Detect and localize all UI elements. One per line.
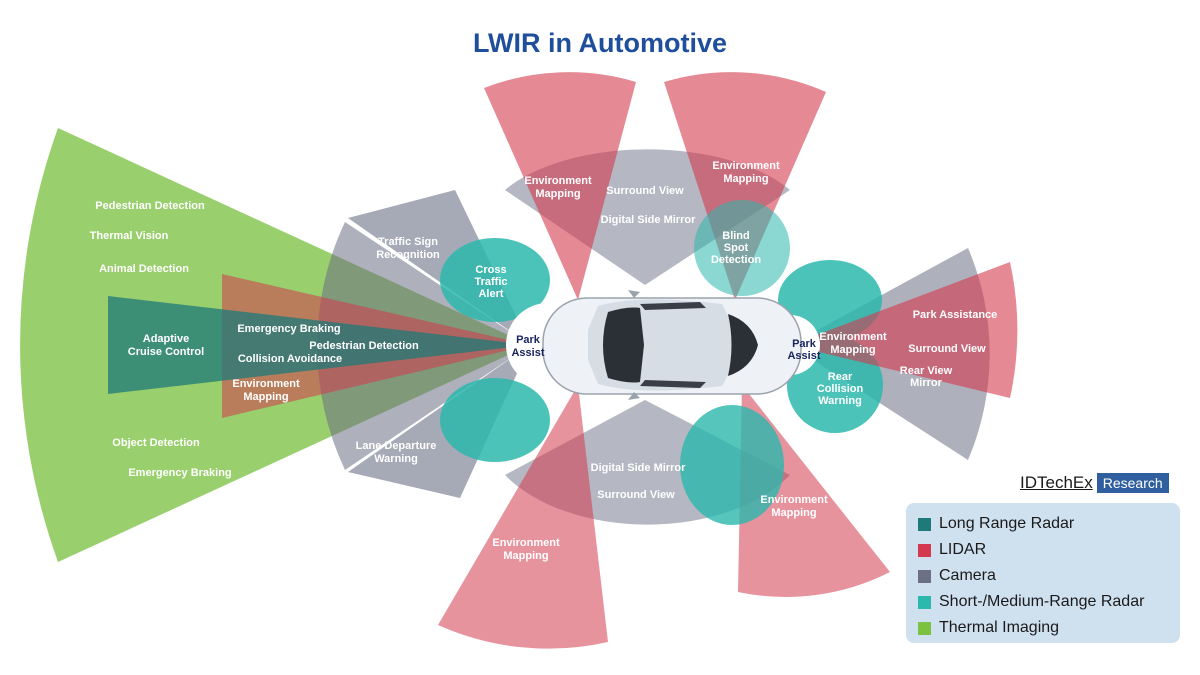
- front-park-assist-label-line1: Park: [516, 334, 541, 346]
- top-digital-side-mirror-label: Digital Side Mirror: [601, 214, 696, 226]
- traffic-sign-label-line2: Recognition: [376, 249, 440, 261]
- front-park-assist-label-line2: Assist: [511, 347, 544, 359]
- page-title: LWIR in Automotive: [473, 28, 727, 58]
- brand-tag: Research: [1096, 473, 1169, 493]
- object-detection-label: Object Detection: [112, 437, 200, 449]
- rear-env-mapping-label-line2: Mapping: [830, 344, 875, 356]
- top-surround-view-label: Surround View: [606, 185, 684, 197]
- legend-swatch: [918, 569, 931, 583]
- blind-spot-label-line2: Spot: [724, 242, 749, 254]
- bottom-right-env-mapping-label-line2: Mapping: [771, 507, 816, 519]
- legend-label: Camera: [939, 567, 996, 584]
- thermal-vision-label: Thermal Vision: [90, 230, 169, 242]
- top-left-lidar-zone: [484, 72, 636, 300]
- top-left-env-mapping-label-line1: Environment: [524, 175, 592, 187]
- legend-item-short-medium-range-radar: Short-/Medium-Range Radar: [918, 589, 1180, 615]
- thermal-emergency-braking-label: Emergency Braking: [128, 467, 231, 479]
- legend-item-camera: Camera: [918, 563, 1180, 589]
- legend-swatch: [918, 595, 931, 609]
- legend-item-lidar: LIDAR: [918, 537, 1180, 563]
- front-env-mapping-label-line2: Mapping: [243, 391, 288, 403]
- animal-detection-label: Animal Detection: [99, 263, 189, 275]
- bottom-digital-side-mirror-label: Digital Side Mirror: [591, 462, 686, 474]
- cross-traffic-label-line1: Cross: [475, 264, 506, 276]
- adaptive-cruise-label-line1: Adaptive: [143, 333, 189, 345]
- rear-collision-label-line3: Warning: [818, 395, 862, 407]
- adaptive-cruise-label-line2: Cruise Control: [128, 346, 204, 358]
- collision-avoidance-label: Collision Avoidance: [238, 353, 342, 365]
- bottom-left-lidar-zone: [438, 385, 608, 649]
- lane-departure-label-line2: Warning: [374, 453, 418, 465]
- legend-label: Thermal Imaging: [939, 619, 1060, 636]
- top-right-env-mapping-label-line2: Mapping: [723, 173, 768, 185]
- brand-name: IDTechEx: [1020, 473, 1093, 492]
- rear-lidar-zone: [790, 262, 1018, 398]
- bottom-left-env-mapping-label-line2: Mapping: [503, 550, 548, 562]
- rear-view-mirror-label-line2: Mirror: [910, 377, 943, 389]
- cross-traffic-radar-lobe: [440, 238, 550, 322]
- rear-lower-radar-lobe: [680, 405, 784, 525]
- legend-item-thermal-imaging: Thermal Imaging: [918, 615, 1180, 641]
- bottom-right-env-mapping-label-line1: Environment: [760, 494, 828, 506]
- rear-surround-view-label: Surround View: [908, 343, 986, 355]
- front-env-mapping-label-line1: Environment: [232, 378, 300, 390]
- car-icon: [542, 290, 802, 400]
- legend-item-long-range-radar: Long Range Radar: [918, 511, 1180, 537]
- legend-label: Long Range Radar: [939, 515, 1075, 532]
- legend: Long Range Radar LIDAR Camera Short-/Med…: [906, 503, 1180, 643]
- blind-spot-label-line3: Detection: [711, 254, 761, 266]
- top-right-lidar-zone: [664, 72, 826, 300]
- lane-departure-label-line1: Lane Departure: [356, 440, 437, 452]
- thermal-pedestrian-detection-label: Pedestrian Detection: [95, 200, 205, 212]
- rear-park-assist-label-line1: Park: [792, 338, 817, 350]
- long-range-radar-zone: [108, 296, 530, 394]
- rear-view-mirror-label-line1: Rear View: [900, 365, 953, 377]
- cross-traffic-label-line3: Alert: [478, 288, 503, 300]
- legend-swatch: [918, 621, 931, 635]
- cross-traffic-label-line2: Traffic: [474, 276, 507, 288]
- bottom-surround-view-label: Surround View: [597, 489, 675, 501]
- top-right-env-mapping-label-line1: Environment: [712, 160, 780, 172]
- traffic-sign-label-line1: Traffic Sign: [378, 236, 438, 248]
- top-left-env-mapping-label-line2: Mapping: [535, 188, 580, 200]
- legend-label: LIDAR: [939, 541, 987, 558]
- park-assistance-label: Park Assistance: [913, 309, 998, 321]
- legend-swatch: [918, 517, 931, 531]
- pedestrian-detection-label: Pedestrian Detection: [309, 340, 419, 352]
- front-lower-radar-lobe: [440, 378, 550, 462]
- brand-logo: IDTechEx Research: [1020, 472, 1169, 494]
- bottom-left-env-mapping-label-line1: Environment: [492, 537, 560, 549]
- legend-label: Short-/Medium-Range Radar: [939, 593, 1145, 610]
- emergency-braking-label: Emergency Braking: [237, 323, 340, 335]
- rear-park-assist-label-line2: Assist: [787, 350, 820, 362]
- legend-swatch: [918, 543, 931, 557]
- blind-spot-label-line1: Blind: [722, 230, 750, 242]
- blind-spot-radar-lobe: [694, 200, 790, 296]
- rear-collision-label-line2: Collision: [817, 383, 864, 395]
- rear-env-mapping-label-line1: Environment: [819, 331, 887, 343]
- rear-collision-label-line1: Rear: [828, 371, 853, 383]
